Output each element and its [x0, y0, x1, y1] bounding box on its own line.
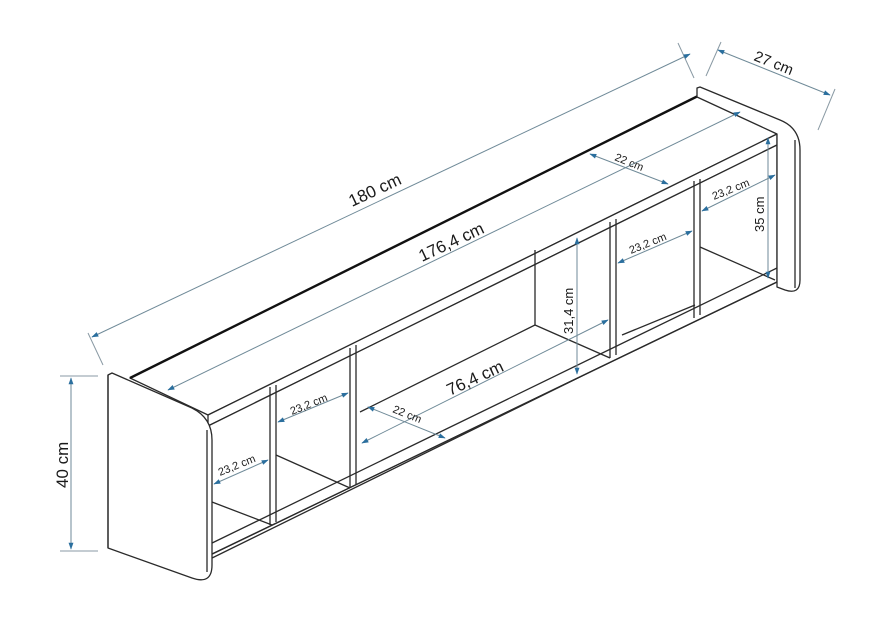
extension-lines [60, 41, 836, 552]
left-side-panel [107, 372, 213, 581]
label-40: 40 cm [53, 442, 72, 488]
right-side-panel [696, 86, 801, 292]
dim-22-top [589, 153, 669, 185]
dim-23-2-l2 [277, 392, 349, 423]
dim-27 [717, 49, 831, 96]
dim-23-2-r1 [617, 230, 693, 264]
label-31-4: 31,4 cm [561, 288, 576, 334]
label-35: 35 cm [752, 197, 767, 232]
dim-76-4 [361, 319, 609, 444]
dim-23-2-l1 [213, 459, 269, 485]
dim-23-2-r2 [701, 174, 776, 212]
dimension-lines [68, 49, 831, 550]
label-27: 27 cm [752, 48, 796, 79]
label-180: 180 cm [346, 170, 405, 211]
shelf-body [107, 86, 801, 581]
